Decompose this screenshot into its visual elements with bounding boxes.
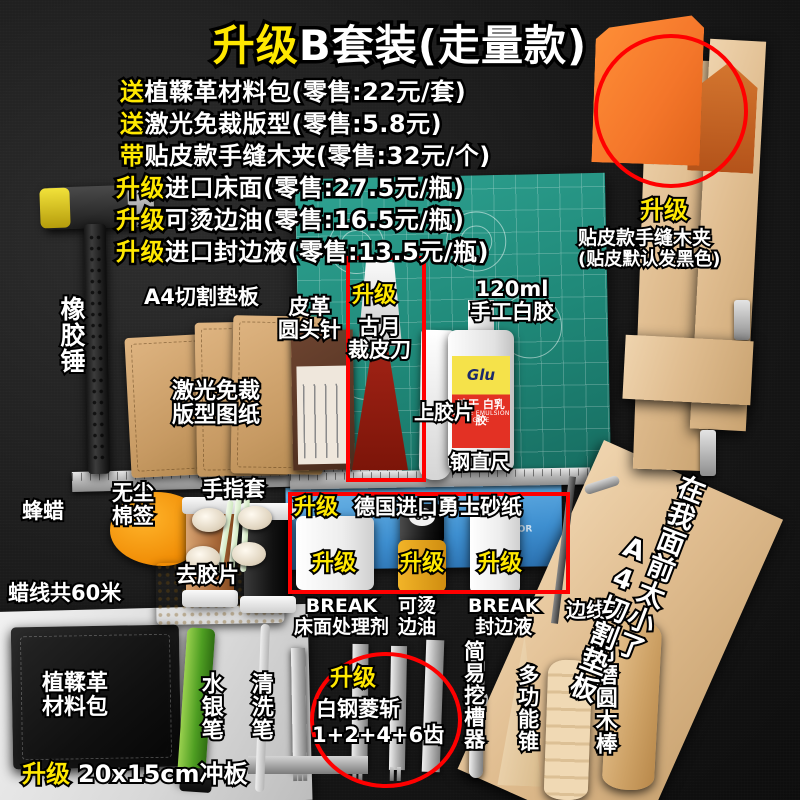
page-title: 升级B套装(走量款)	[0, 12, 800, 74]
jar-number-badge: 03	[409, 508, 435, 526]
callout-clamp-upgrade-tag: 升级	[638, 195, 690, 225]
bullet-4-text: 可烫边油(零售:16.5元/瓶)	[163, 204, 467, 237]
callout-silver-pen: 水银笔	[196, 670, 225, 743]
callout-finger-cover: 手指套	[200, 476, 267, 502]
bullet-4: 升级可烫边油(零售:16.5元/瓶)	[114, 200, 467, 237]
bullet-0: 送植鞣革材料包(零售:22元/套)	[118, 72, 469, 109]
red-circle-chisel	[310, 652, 462, 788]
bullet-3-text: 进口床面(零售:27.5元/瓶)	[163, 172, 467, 205]
clamp-screw	[700, 430, 716, 476]
callout-clamp-name: 贴皮款手缝木夹	[576, 226, 713, 250]
callout-jar2-tag: 升级	[398, 550, 446, 577]
callout-knife-upgrade-tag: 升级	[350, 282, 398, 309]
callout-leather-pack: 植鞣革 材料包	[40, 670, 110, 721]
callout-clean-pen: 清洗笔	[246, 670, 275, 743]
glue-cn-text: 速干 白乳胶	[457, 398, 505, 427]
bullet-2-text: 贴皮款手缝木夹(零售:32元/个)	[142, 140, 493, 173]
leather-knife-blade	[358, 262, 402, 346]
finger-cover	[238, 506, 272, 530]
callout-cotton-swab: 无尘 棉签	[110, 480, 156, 530]
bullet-4-tag: 升级	[114, 204, 168, 237]
bullet-5: 升级进口封边液(零售:13.5元/瓶)	[114, 232, 492, 269]
callout-sandpaper-name: 德国进口勇士砂纸	[352, 494, 524, 520]
title-rest: B套装(走量款)	[295, 18, 589, 74]
edge-paint-bottle	[398, 540, 446, 592]
callout-hammer: 橡胶锤	[55, 294, 88, 376]
red-box-sandpaper	[288, 492, 570, 594]
callout-awl: 多功能锥	[514, 662, 542, 754]
callout-chisel-name: 白钢菱斩	[314, 696, 402, 722]
hammer-handle	[83, 223, 111, 475]
callout-chisel-spec: 1+2+4+6齿	[310, 722, 446, 748]
clamp-screw	[734, 300, 750, 340]
callout-jar3-name: BREAK 封边液	[466, 594, 542, 639]
bullet-3-tag: 升级	[114, 172, 168, 205]
glue-en-text: WHITE EMULSION GLUE	[452, 410, 510, 424]
callout-punch-tag: 升级	[20, 759, 72, 789]
bullet-0-tag: 送	[118, 76, 147, 109]
edge-sealer-bottle	[470, 506, 520, 594]
bullet-3: 升级进口床面(零售:27.5元/瓶)	[114, 168, 467, 205]
glue-brand-text: Glu	[466, 366, 496, 384]
callout-edge-creaser: 边线器	[564, 597, 628, 622]
hammer-yellow-face	[39, 187, 71, 229]
callout-laser-template: 激光免裁 版型图纸	[170, 378, 262, 429]
callout-punch-name: 20x15cm冲板	[76, 759, 250, 789]
bullet-0-text: 植鞣革材料包(零售:22元/套)	[142, 76, 468, 109]
callout-beeswax: 蜂蜡	[20, 498, 66, 524]
finger-cover	[186, 546, 220, 570]
pricking-chisel	[290, 647, 308, 782]
callout-clamp-note: (贴皮默认发黑色)	[576, 248, 722, 272]
red-box-knife	[346, 256, 426, 482]
callout-steel-ruler: 钢直尺	[448, 449, 512, 474]
callout-cutting-mat: A4切割垫板	[142, 284, 261, 310]
glue-bottle-cap	[468, 300, 494, 334]
bullet-1-tag: 送	[118, 108, 147, 141]
title-highlight: 升级	[209, 18, 301, 74]
callout-chisel-tag: 升级	[328, 664, 378, 693]
red-circle-clamp-head	[594, 34, 748, 188]
callout-jar1-tag: 升级	[310, 550, 358, 577]
bullet-5-tag: 升级	[114, 236, 168, 269]
callout-knife-name: 古月 裁皮刀	[346, 314, 413, 364]
callout-groover: 简易挖槽器	[460, 638, 488, 752]
groover-head	[466, 688, 488, 710]
finger-cover	[192, 508, 226, 532]
callout-jar3-tag: 升级	[476, 550, 524, 577]
callout-sandpaper-tag: 升级	[292, 494, 340, 521]
bullet-1-text: 激光免裁版型(零售:5.8元)	[142, 108, 444, 141]
callout-jar1-name: BREAK 床面处理剂	[292, 594, 391, 639]
bullet-5-text: 进口封边液(零售:13.5元/瓶)	[162, 236, 491, 269]
finger-cover	[232, 542, 266, 566]
bullet-1: 送激光免裁版型(零售:5.8元)	[118, 104, 445, 141]
bullet-2-tag: 带	[118, 140, 147, 173]
clamp-block	[622, 334, 754, 406]
callout-glue-spreader: 上胶片	[412, 399, 476, 424]
callout-round-needle: 皮革 圆头针	[276, 294, 343, 344]
callout-wax-thread: 蜡线共60米	[6, 580, 123, 606]
callout-white-glue: 120ml 手工白胶	[468, 276, 556, 326]
bullet-2: 带贴皮款手缝木夹(零售:32元/个)	[118, 136, 493, 173]
callout-wood-burnisher: 打磨圆木棒	[590, 638, 619, 757]
glue-bottle-label: Glu 速干 白乳胶 WHITE EMULSION GLUE	[452, 356, 510, 448]
leather-burnishing-jar	[296, 516, 374, 590]
callout-glue-remover: 去胶片	[174, 562, 241, 588]
callout-jar2-name: 可烫 边油	[396, 594, 438, 639]
